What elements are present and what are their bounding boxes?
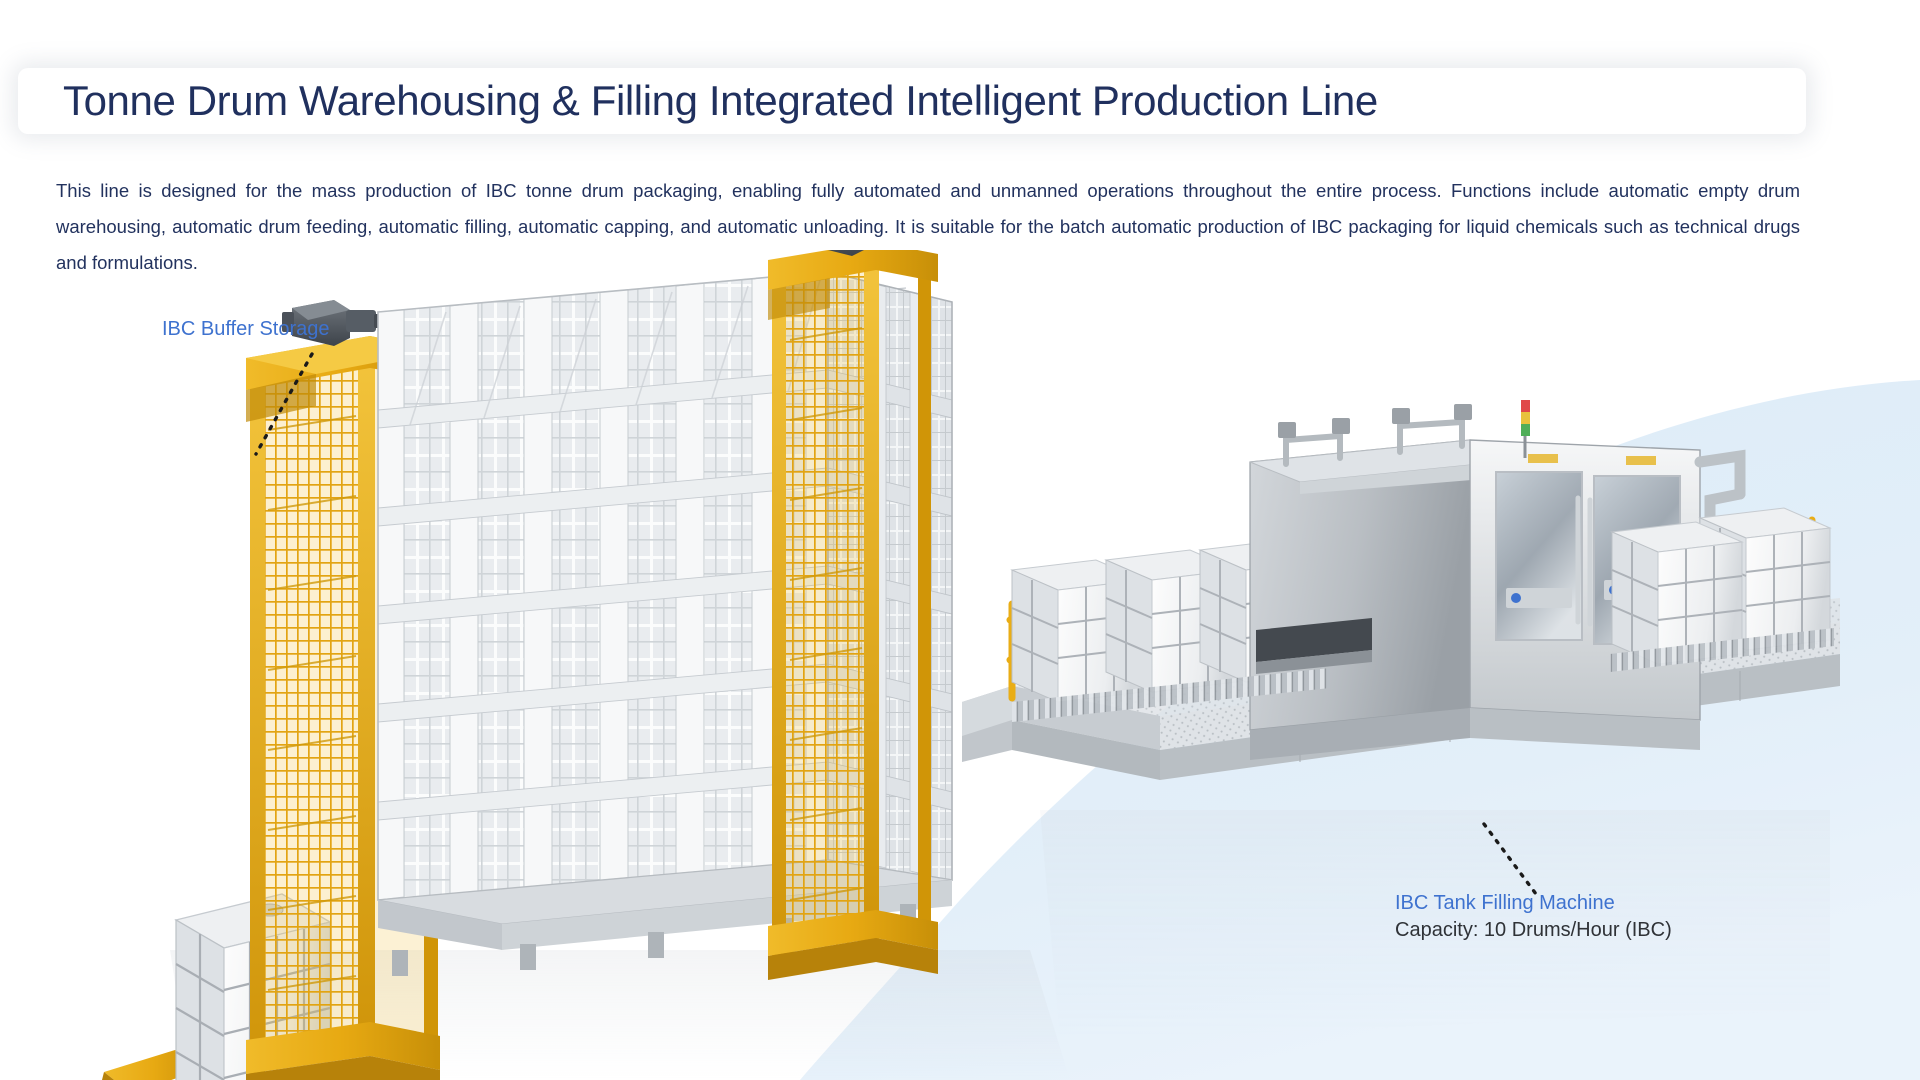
callout-filling-machine: IBC Tank Filling Machine Capacity: 10 Dr… (1395, 890, 1672, 944)
intro-paragraph: This line is designed for the mass produ… (56, 180, 1800, 273)
page-title: Tonne Drum Warehousing & Filling Integra… (63, 77, 1378, 124)
callout-buffer-storage: IBC Buffer Storage (162, 316, 330, 342)
callout-buffer-storage-label: IBC Buffer Storage (162, 318, 330, 340)
production-line-illustration (102, 250, 1840, 1080)
title-bar: Tonne Drum Warehousing & Filling Integra… (18, 68, 1806, 134)
gearbox-motor-right (828, 250, 864, 256)
rack-warehouse-structure (377, 270, 953, 976)
gearbox-motor-left (282, 300, 386, 346)
callout-filling-machine-capacity: Capacity: 10 Drums/Hour (IBC) (1395, 919, 1672, 941)
callout-filling-machine-label: IBC Tank Filling Machine (1395, 892, 1615, 914)
